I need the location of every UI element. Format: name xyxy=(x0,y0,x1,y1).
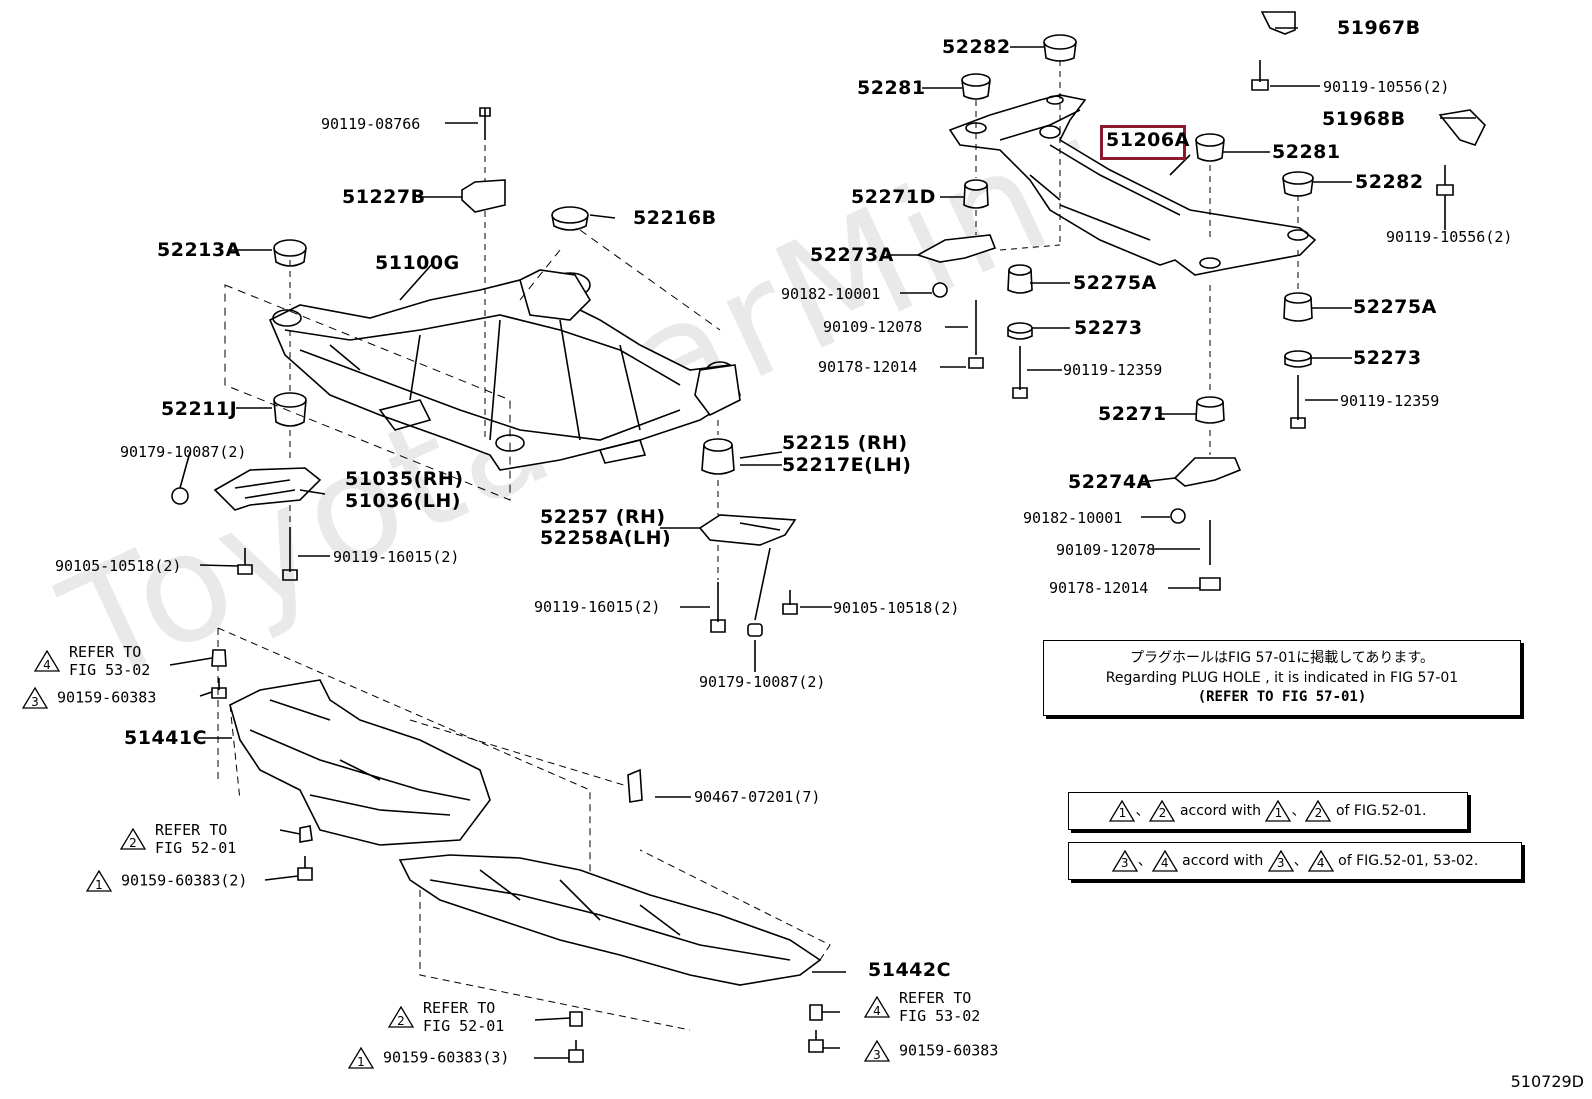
triangle-marker-icon: 4 xyxy=(864,996,890,1018)
front-subframe-drawing xyxy=(171,107,832,672)
part-label-51441c[interactable]: 51441C xyxy=(124,727,208,749)
part-label-52275a-right[interactable]: 52275A xyxy=(1353,296,1437,318)
triangle-marker-icon: 2 xyxy=(1305,800,1332,822)
part-label-52273-right[interactable]: 52273 xyxy=(1353,347,1422,369)
part-label-52258a-lh[interactable]: 52258A(LH) xyxy=(540,527,672,549)
part-label-51035-rh[interactable]: 51035(RH) xyxy=(345,468,464,490)
part-label-51100g[interactable]: 51100G xyxy=(375,252,460,274)
part-label-90179-10087-center[interactable]: 90179-10087(2) xyxy=(699,673,826,691)
triangle-marker-icon: 3 xyxy=(22,687,48,709)
part-label-90119-10556-top[interactable]: 90119-10556(2) xyxy=(1323,78,1450,96)
triangle-marker-icon: 3 xyxy=(1267,850,1294,872)
plug-hole-note-ref: (REFER TO FIG 57-01) xyxy=(1197,689,1367,705)
rear-subframe-drawing xyxy=(886,11,1486,591)
plug-hole-note-jp: プラグホールはFIG 57-01に掲載してあります。 xyxy=(1130,650,1434,666)
part-label-52217e-lh[interactable]: 52217E(LH) xyxy=(782,454,912,476)
part-label-90119-16015-left[interactable]: 90119-16015(2) xyxy=(333,548,460,566)
triangle-marker-icon: 4 xyxy=(1307,850,1334,872)
triangle-marker-icon: 1 xyxy=(86,870,112,892)
part-label-90119-12359-right[interactable]: 90119-12359 xyxy=(1340,392,1440,410)
triangle-marker-icon: 3 xyxy=(1111,850,1138,872)
part-label-90119-10556-right[interactable]: 90119-10556(2) xyxy=(1386,228,1513,246)
part-label-52216b[interactable]: 52216B xyxy=(633,207,717,229)
triangle-marker-icon: 4 xyxy=(34,650,60,672)
highlight-box xyxy=(1100,125,1186,160)
part-label-52275a-left[interactable]: 52275A xyxy=(1073,272,1157,294)
part-label-90105-10518-center[interactable]: 90105-10518(2) xyxy=(833,599,960,617)
part-label-51227b[interactable]: 51227B xyxy=(342,186,426,208)
part-label-52211j[interactable]: 52211J xyxy=(161,398,238,420)
part-label-90109-12078-top[interactable]: 90109-12078 xyxy=(823,318,923,336)
part-label-90119-16015-center[interactable]: 90119-16015(2) xyxy=(534,598,661,616)
bolt-callout-1-bottom[interactable]: 1 90159-60383(3) xyxy=(348,1047,509,1069)
triangle-marker-icon: 1 xyxy=(1265,800,1292,822)
triangle-marker-icon: 4 xyxy=(1151,850,1178,872)
part-label-52273a[interactable]: 52273A xyxy=(810,244,894,266)
part-label-52213a[interactable]: 52213A xyxy=(157,239,241,261)
part-label-90182-10001-top[interactable]: 90182-10001 xyxy=(781,285,881,303)
part-label-51967b[interactable]: 51967B xyxy=(1337,17,1421,39)
part-label-52273-left[interactable]: 52273 xyxy=(1074,317,1143,339)
part-label-52271[interactable]: 52271 xyxy=(1098,403,1167,425)
bolt-callout-3-top[interactable]: 3 90159-60383 xyxy=(22,687,156,709)
part-label-90178-12014-bottom[interactable]: 90178-12014 xyxy=(1049,579,1149,597)
part-label-90105-10518-left[interactable]: 90105-10518(2) xyxy=(55,557,182,575)
diagram-number: 510729D xyxy=(1510,1072,1584,1091)
part-label-52271d[interactable]: 52271D xyxy=(851,186,936,208)
accord-note-2: 3、4 accord with 3、4 of FIG.52-01, 53-02. xyxy=(1068,842,1522,880)
part-label-90109-12078-bottom[interactable]: 90109-12078 xyxy=(1056,541,1156,559)
bolt-callout-1-middle[interactable]: 1 90159-60383(2) xyxy=(86,870,247,892)
part-label-51442c[interactable]: 51442C xyxy=(868,959,952,981)
part-label-51206a[interactable]: 51206A xyxy=(1106,129,1190,151)
part-label-52282-top[interactable]: 52282 xyxy=(942,36,1011,58)
plug-hole-note: プラグホールはFIG 57-01に掲載してあります。 Regarding PLU… xyxy=(1043,640,1521,716)
plug-hole-note-en: Regarding PLUG HOLE , it is indicated in… xyxy=(1105,670,1459,686)
accord-note-1: 1、2 accord with 1、2 of FIG.52-01. xyxy=(1068,792,1468,830)
bolt-callout-3-bottom[interactable]: 3 90159-60383 xyxy=(864,1040,998,1062)
part-label-90119-08766[interactable]: 90119-08766 xyxy=(321,115,421,133)
triangle-marker-icon: 2 xyxy=(120,828,146,850)
triangle-marker-icon: 1 xyxy=(348,1047,374,1069)
part-label-90178-12014-top[interactable]: 90178-12014 xyxy=(818,358,918,376)
triangle-marker-icon: 1 xyxy=(1109,800,1136,822)
under-cover-drawing xyxy=(169,627,846,1063)
part-label-51036-lh[interactable]: 51036(LH) xyxy=(345,490,461,512)
part-label-52281-left[interactable]: 52281 xyxy=(857,77,926,99)
triangle-marker-icon: 2 xyxy=(1149,800,1176,822)
triangle-marker-icon: 3 xyxy=(864,1040,890,1062)
part-label-90119-12359-left[interactable]: 90119-12359 xyxy=(1063,361,1163,379)
part-label-90182-10001-bottom[interactable]: 90182-10001 xyxy=(1023,509,1123,527)
part-label-52274a[interactable]: 52274A xyxy=(1068,471,1152,493)
part-label-51968b[interactable]: 51968B xyxy=(1322,108,1406,130)
part-label-52282-right[interactable]: 52282 xyxy=(1355,171,1424,193)
part-label-90179-10087-left[interactable]: 90179-10087(2) xyxy=(120,443,247,461)
part-label-52215-rh[interactable]: 52215 (RH) xyxy=(782,432,908,454)
part-label-52281-right[interactable]: 52281 xyxy=(1272,141,1341,163)
triangle-marker-icon: 2 xyxy=(388,1006,414,1028)
part-label-52257-rh[interactable]: 52257 (RH) xyxy=(540,506,666,528)
part-label-90467-07201[interactable]: 90467-07201(7) xyxy=(694,788,821,806)
